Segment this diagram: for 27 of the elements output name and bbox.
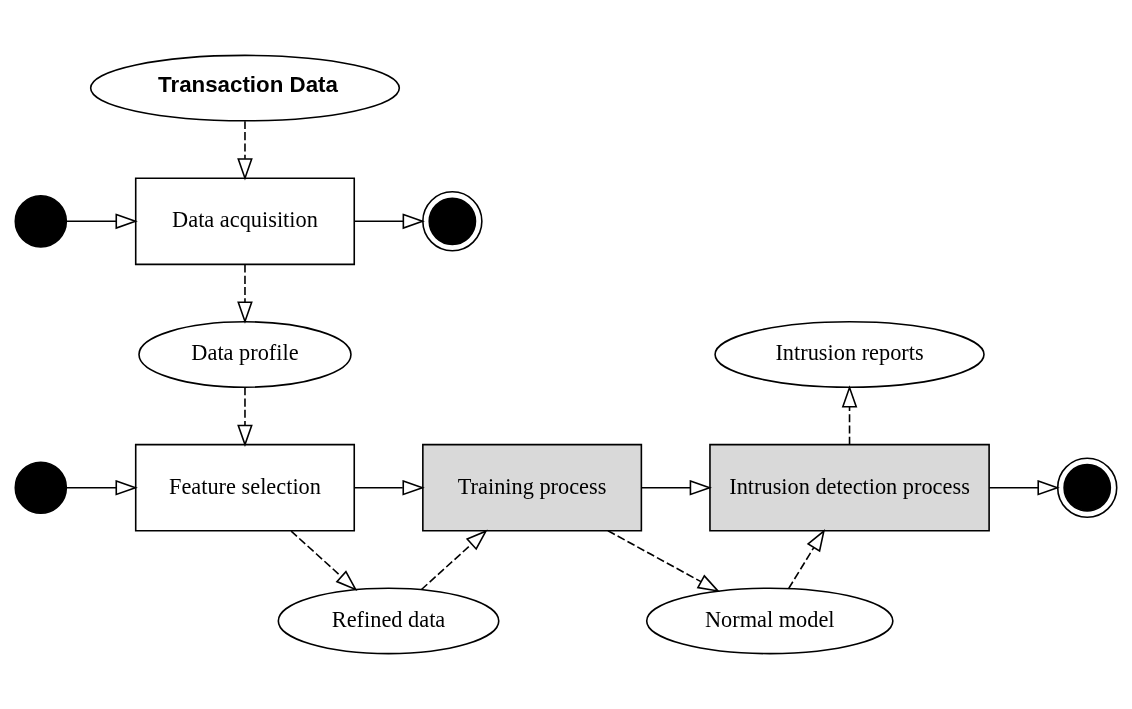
node-circle [14, 461, 68, 515]
node-ellipse: Normal model [645, 587, 894, 655]
arrow [841, 385, 858, 446]
node-ellipse: Data profile [138, 320, 352, 389]
arrow [353, 213, 425, 230]
arrow [641, 479, 712, 496]
arrow [237, 386, 253, 448]
node-bullseye [422, 191, 483, 252]
arrow [65, 479, 138, 496]
node-box: Feature selection [134, 443, 356, 532]
arrow [65, 213, 138, 230]
arrow [420, 529, 488, 591]
arrow [607, 530, 721, 593]
node-ellipse: Intrusion reports [714, 320, 985, 389]
node-box: Intrusion detection process [709, 443, 990, 532]
arrow [988, 479, 1060, 496]
node-box: Data acquisition [134, 177, 356, 266]
arrow [290, 530, 358, 592]
arrow [237, 120, 253, 181]
node-circle [14, 195, 68, 248]
node-bullseye [1056, 457, 1118, 518]
arrow [353, 479, 425, 496]
node-ellipse: Refined data [277, 587, 500, 655]
node-box: Training process [422, 443, 643, 532]
arrow [237, 263, 253, 324]
node-ellipse: Transaction Data [89, 54, 401, 122]
arrow [788, 529, 826, 590]
